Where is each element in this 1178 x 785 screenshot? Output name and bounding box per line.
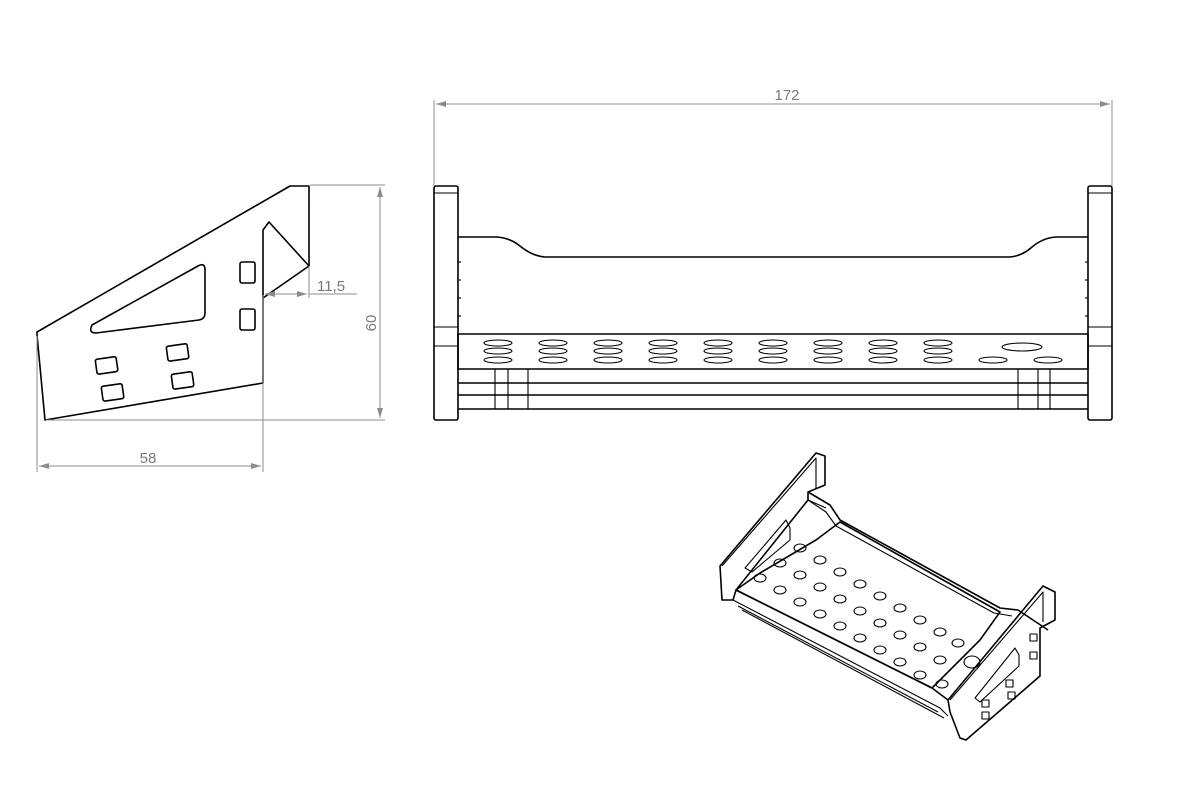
side-view <box>36 185 310 421</box>
left-end-plate <box>433 185 459 421</box>
right-end-plate <box>1087 185 1113 421</box>
dim-height-label: 60 <box>363 315 380 332</box>
dim-base-width-label: 58 <box>140 450 157 467</box>
square-hole <box>239 308 256 331</box>
square-hole <box>165 342 190 362</box>
square-hole <box>170 370 195 390</box>
square-hole <box>94 355 119 375</box>
tray-holes <box>483 339 1063 364</box>
iso-back-rail <box>807 491 1049 631</box>
side-plate-notch <box>262 221 310 298</box>
square-hole <box>239 261 256 284</box>
iso-right-plate <box>947 585 1056 741</box>
dim-slot-offset-label: 11,5 <box>317 278 345 295</box>
front-view <box>433 185 1113 421</box>
side-dimensions: 60 11,5 58 <box>36 184 385 472</box>
square-hole <box>100 382 125 402</box>
iso-tray <box>735 521 1001 689</box>
isometric-view <box>719 452 1056 741</box>
triangle-cutout <box>89 263 206 334</box>
tray-plate <box>457 333 1089 370</box>
iso-left-plate <box>719 452 826 601</box>
front-dimensions: 172 <box>433 87 1113 186</box>
dim-overall-length-label: 172 <box>774 87 799 104</box>
iso-tray-holes <box>753 543 981 689</box>
back-rail <box>458 236 1088 258</box>
